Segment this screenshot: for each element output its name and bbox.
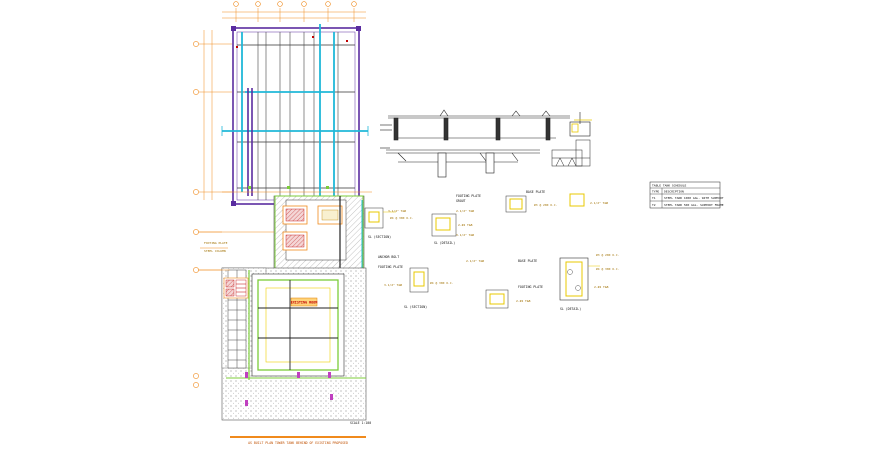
plan-title-block: AS BUILT PLAN TOWER TANK BEHIND OF EXIST… [230, 436, 366, 445]
note-d2a: FOOTING PLATE [456, 194, 481, 198]
schedule-header-desc: DESCRIPTION [664, 189, 684, 193]
detail-6: #3 @ 200 O.C. #4 @ 300 O.C. 2-#4 T&B SL … [559, 253, 620, 311]
note-d4d: #4 @ 300 O.C. [430, 281, 454, 285]
section-label-2: SL (DETAIL) [434, 241, 455, 245]
note-d5c: 2-#4 T&B [516, 299, 531, 303]
note-left-2: STEEL COLUMN [204, 249, 226, 253]
note-d6a: #3 @ 200 O.C. [596, 253, 620, 257]
note-d6c: 2-#4 T&B [594, 285, 609, 289]
section-label-3: SL (SECTION) [404, 305, 427, 309]
tank-schedule-table: TABLE TANK SCHEDULE TYPE DESCRIPTION T1 … [649, 181, 724, 209]
grid-bubbles-left [193, 41, 199, 388]
schedule-row-2-desc: STEEL TANK 500 GAL. SUPPORT FRAME [664, 203, 724, 207]
schedule-header-type: TYPE [652, 189, 659, 193]
note-d2d: 2-#4 T&B [458, 223, 473, 227]
section-label-1: SL (SECTION) [368, 235, 391, 239]
schedule-row-1-desc: STEEL TANK 1000 GAL. WITH SUPPORT [664, 196, 724, 200]
note-d2c: 2-1/2" T&B [456, 209, 474, 213]
base-plan: EXISTING ROOM [198, 195, 371, 425]
note-d6b: #4 @ 300 O.C. [596, 267, 620, 271]
note-d5b: FOOTING PLATE [518, 285, 543, 289]
note-d1a: 3-1/2" T&B [388, 209, 406, 213]
pipe-lines [222, 24, 368, 196]
stair-red-detail [223, 277, 249, 299]
note-d3c: 2-1/2" T&B [590, 201, 608, 205]
note-d5a: BASE PLATE [518, 259, 537, 263]
note-d3b: #3 @ 200 O.C. [534, 203, 558, 207]
corner-columns [231, 26, 361, 206]
note-d3a: BASE PLATE [526, 190, 545, 194]
top-grid-ticks [235, 8, 355, 22]
plan-title: AS BUILT PLAN TOWER TANK BEHIND OF EXIST… [248, 441, 348, 445]
schedule-row-1-type: T1 [652, 196, 656, 200]
detail-3: BASE PLATE #3 @ 200 O.C. 2-1/2" T&B [505, 190, 608, 213]
note-d4c: 3-1/2" T&B [384, 283, 402, 287]
note-left-1: FOOTING PLATE [204, 241, 228, 245]
room-label: EXISTING ROOM [291, 301, 318, 305]
plan-scale-small: SCALE 1:100 [350, 421, 371, 425]
note-d2e: 3-1/2" T&B [456, 233, 474, 237]
grid-bubbles-top [233, 1, 357, 7]
section-label-4: SL (DETAIL) [560, 307, 581, 311]
schedule-title: TABLE TANK SCHEDULE [652, 183, 687, 187]
detail-1: 3-1/2" T&B #4 @ 300 O.C. SL (SECTION) [364, 207, 414, 239]
detail-2: FOOTING PLATE GROUT 2-1/2" T&B 2-#4 T&B … [431, 194, 481, 245]
section-elevation-bottom [380, 147, 540, 178]
detail-4: ANCHOR BOLT FOOTING PLATE 3-1/2" T&B #4 … [378, 255, 454, 309]
schedule-row-2-type: T2 [652, 203, 656, 207]
note-d2b: GROUT [456, 199, 466, 203]
note-d1b: #4 @ 300 O.C. [390, 216, 414, 220]
note-d4b: FOOTING PLATE [378, 265, 403, 269]
section-small-detail [551, 139, 591, 167]
footing-pads [282, 205, 343, 251]
detail-5: BASE PLATE FOOTING PLATE 2-#4 T&B 2-1/2"… [466, 259, 543, 309]
section-elevation-top [380, 109, 591, 141]
note-d4a: ANCHOR BOLT [378, 255, 399, 259]
note-d5d: 2-1/2" T&B [466, 259, 484, 263]
